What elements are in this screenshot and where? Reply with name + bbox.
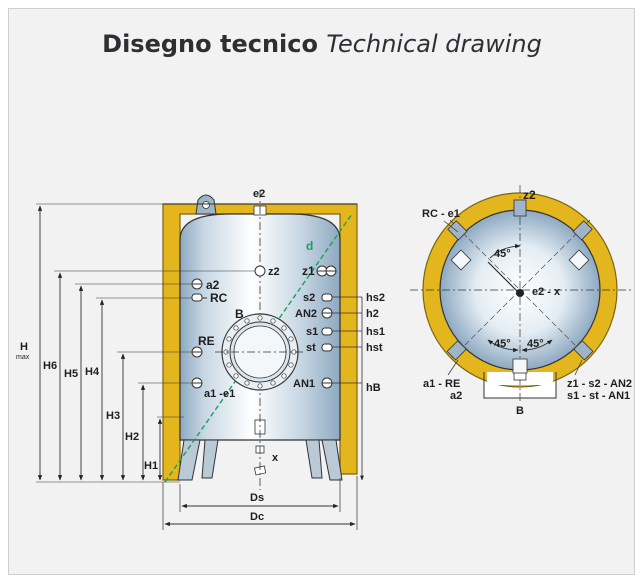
title-main: Disegno tecnico	[102, 30, 318, 58]
label-hb: hB	[366, 382, 381, 394]
label-rc: RC	[210, 291, 228, 305]
label-hs2: hs2	[366, 292, 385, 304]
label-dc: Dc	[250, 511, 264, 523]
page-title: Disegno tecnico Technical drawing	[0, 30, 644, 58]
label-center: e2 - x	[532, 286, 561, 298]
label-a1re: a1 - RE	[423, 378, 460, 390]
lifting-lug-hole	[202, 201, 210, 209]
label-top-z2: z2	[523, 188, 536, 202]
title-italic: Technical drawing	[326, 30, 542, 58]
label-re: RE	[198, 334, 215, 348]
label-right-line2: s1 - st - AN1	[567, 390, 630, 402]
label-s1: s1	[306, 326, 318, 338]
angle-bottom-left: 45°	[494, 338, 511, 350]
label-h6: H6	[43, 360, 57, 372]
label-ds: Ds	[250, 492, 264, 504]
label-h3: H3	[106, 410, 120, 422]
label-a2: a2	[206, 278, 220, 292]
label-e2: e2	[253, 188, 265, 200]
label-h2: H2	[125, 431, 139, 443]
side-view: e2 x d	[16, 188, 385, 530]
angle-bottom-right: 45°	[527, 338, 544, 350]
label-top-a2: a2	[450, 390, 462, 402]
label-hmax-sub: max	[16, 354, 30, 361]
label-st: st	[306, 342, 316, 354]
manhole	[215, 313, 305, 391]
label-z1: z1	[302, 264, 315, 278]
label-h5: H5	[64, 368, 78, 380]
label-hst: hst	[366, 342, 383, 354]
label-top-b: B	[516, 405, 524, 417]
label-manhole-b: B	[235, 307, 244, 321]
label-d: d	[306, 239, 313, 253]
label-h1: H1	[144, 460, 158, 472]
left-ports	[191, 278, 203, 389]
label-h2: h2	[366, 308, 379, 320]
tank-legs	[177, 439, 343, 481]
label-an2: AN2	[295, 308, 317, 320]
label-a1e1: a1 -e1	[204, 388, 235, 400]
label-an1: AN1	[293, 378, 315, 390]
label-rc-e1: RC - e1	[422, 208, 460, 220]
insulation-jacket	[162, 203, 358, 481]
label-hs1: hs1	[366, 326, 385, 338]
top-view: 45° 45° 45° z2 RC - e1 e2 - x a1 - RE a2…	[410, 185, 632, 417]
angle-top: 45°	[494, 248, 511, 260]
label-hmax: H	[20, 341, 28, 353]
label-right-line1: z1 - s2 - AN2	[567, 378, 632, 390]
label-h4: H4	[85, 366, 100, 378]
label-s2: s2	[303, 292, 315, 304]
port-z2	[254, 265, 266, 277]
label-x: x	[272, 452, 279, 464]
label-z2: z2	[268, 266, 280, 278]
